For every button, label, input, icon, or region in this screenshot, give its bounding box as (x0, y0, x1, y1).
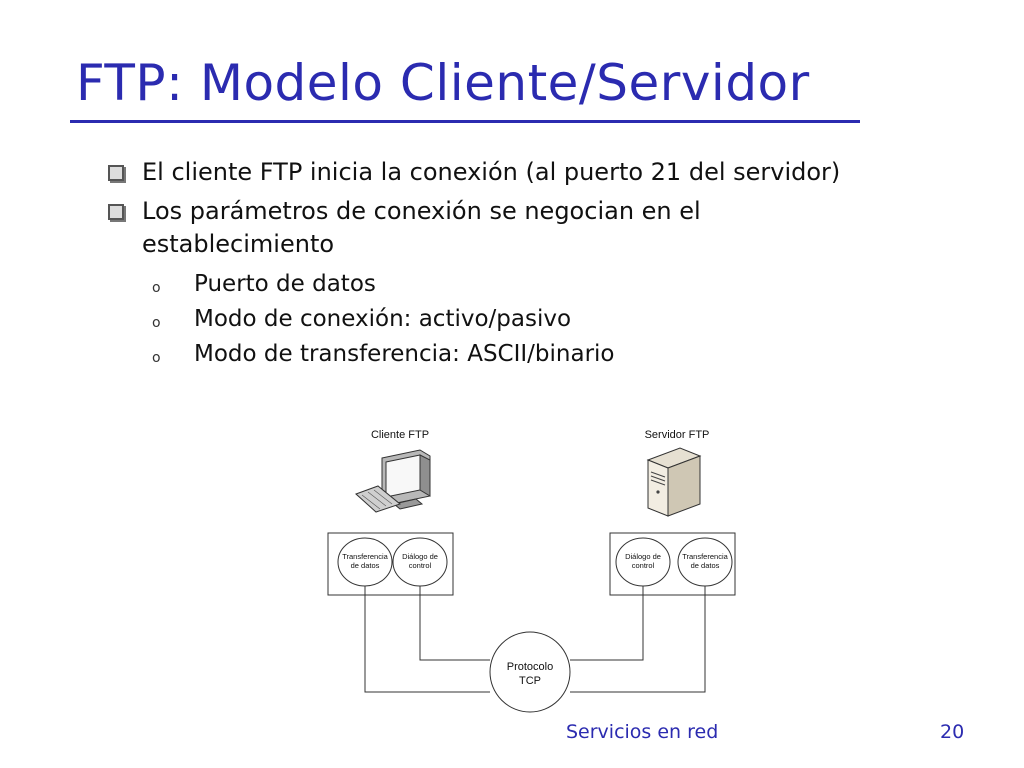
sub-bullet-text: Modo de conexión: activo/pasivo (194, 306, 572, 332)
tcp-line2: TCP (519, 675, 541, 687)
server-icon (646, 447, 702, 517)
sub-bullet-item: o Modo de conexión: activo/pasivo (108, 302, 888, 337)
sub-bullet-text: Puerto de datos (194, 271, 376, 297)
server-transfer-line1: Transferencia (682, 552, 728, 561)
client-control-line2: control (409, 561, 432, 570)
client-control-connection (419, 586, 490, 661)
server-control-connection (570, 586, 644, 661)
sub-bullet-marker: o (152, 280, 161, 296)
client-control-line1: Diálogo de (402, 552, 438, 561)
server-label: Servidor FTP (645, 429, 710, 441)
sub-bullet-item: o Modo de transferencia: ASCII/binario (108, 337, 888, 372)
tcp-protocol-node (489, 631, 571, 713)
sub-bullet-marker: o (152, 350, 161, 366)
sub-bullet-item: o Puerto de datos (108, 267, 888, 302)
client-transfer-line1: Transferencia (342, 552, 388, 561)
square-bullet-icon (108, 165, 124, 181)
client-data-connection (364, 586, 490, 693)
server-control-line1: Diálogo de (625, 552, 661, 561)
sub-bullet-marker: o (152, 315, 161, 331)
ftp-diagram: Cliente FTP Servidor FTP Transferencia d… (327, 429, 736, 713)
bullet-item: El cliente FTP inicia la conexión (al pu… (108, 156, 888, 189)
bullet-item: Los parámetros de conexión se negocian e… (108, 195, 888, 261)
tcp-line1: Protocolo (507, 661, 553, 673)
sub-bullet-text: Modo de transferencia: ASCII/binario (194, 341, 615, 367)
title-underline (70, 120, 860, 123)
slide-title: FTP: Modelo Cliente/Servidor (76, 54, 810, 112)
bullet-list: El cliente FTP inicia la conexión (al pu… (108, 156, 888, 372)
client-label: Cliente FTP (371, 429, 429, 441)
client-transfer-line2: de datos (351, 561, 380, 570)
square-bullet-icon (108, 204, 124, 220)
computer-icon (355, 449, 431, 513)
server-transfer-line2: de datos (691, 561, 720, 570)
server-data-connection (570, 586, 706, 693)
footer-section: Servicios en red (566, 721, 719, 743)
bullet-text: El cliente FTP inicia la conexión (al pu… (142, 158, 841, 186)
page-number: 20 (940, 721, 965, 743)
bullet-text: Los parámetros de conexión se negocian e… (142, 197, 701, 258)
server-control-line2: control (632, 561, 655, 570)
